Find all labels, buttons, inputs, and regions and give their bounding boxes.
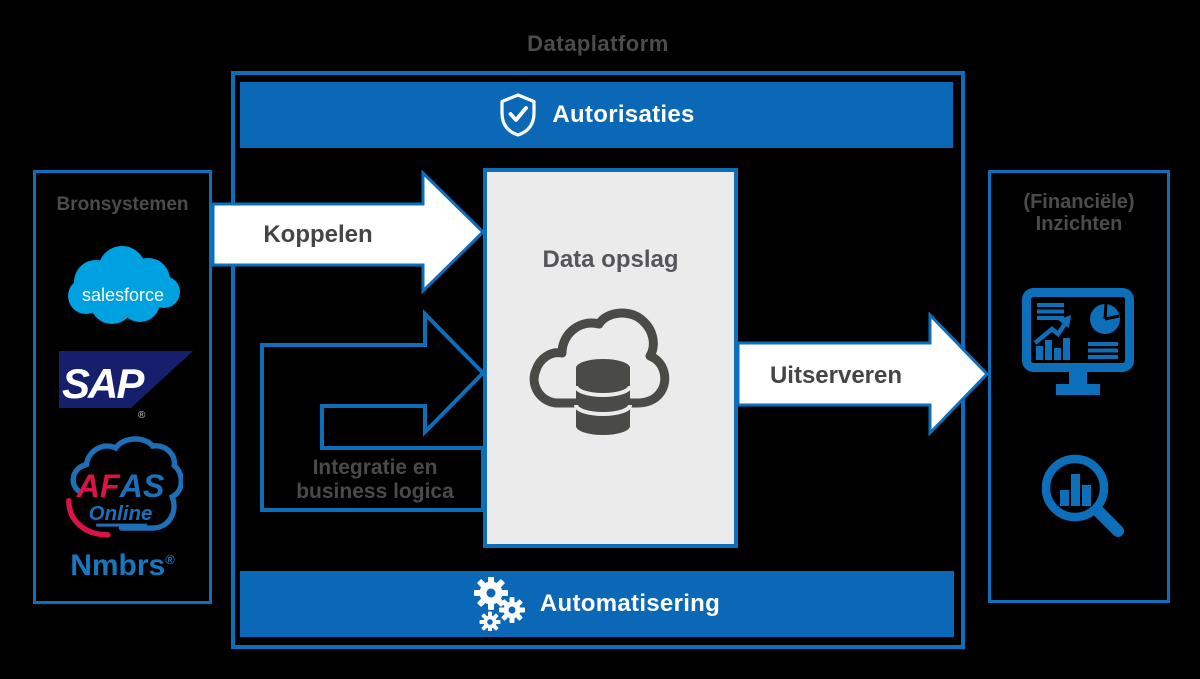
salesforce-logo: salesforce [68,246,180,324]
integration-label-line1: Integratie en [312,456,438,479]
diagram-title: Dataplatform [527,31,669,56]
insights-title-line2: Inzichten [1035,213,1123,235]
magnifier-chart-icon [1041,454,1124,537]
gears-icon [473,577,525,631]
authorizations-bar: Autorisaties [240,82,953,148]
integration-label: Integratie en business logica [278,456,472,504]
nmbrs-logo-text: Nmbrs [70,549,166,582]
source-systems-title: Bronsystemen [56,194,189,215]
afas-online-text: Online [89,502,153,525]
insights-title: (Financiële) Inzichten [991,191,1167,235]
integration-label-line2: business logica [296,480,454,503]
koppelen-arrow: Koppelen [211,170,486,295]
cloud-database-icon [529,308,670,435]
afas-online-logo: AFAS Online [66,436,183,538]
uitserveren-label: Uitserveren [770,362,902,389]
database-cylinder [574,359,632,435]
automation-bar: Automatisering [240,571,954,637]
data-storage-box: Data opslag [483,168,738,548]
insights-title-line1: (Financiële) [1023,191,1135,213]
automation-label: Automatisering [539,590,721,617]
source-systems-box: Bronsystemen salesforce SAP ® AFAS Onlin… [33,170,212,604]
sap-logo: SAP ® [59,351,193,421]
sap-logo-text: SAP [62,360,145,407]
shield-check-icon [500,93,536,137]
nmbrs-reg-mark: ® [165,552,175,567]
dashboard-monitor-icon [1022,288,1134,395]
nmbrs-logo: Nmbrs® [36,549,209,583]
koppelen-label: Koppelen [263,221,372,248]
sap-reg-mark: ® [138,410,146,421]
insights-box: (Financiële) Inzichten [988,170,1170,603]
uitserveren-arrow: Uitserveren [736,312,990,436]
data-storage-label: Data opslag [542,246,679,273]
authorizations-label: Autorisaties [552,101,695,128]
salesforce-logo-text: salesforce [82,285,164,305]
integration-loop-arrow [260,309,486,512]
afas-logo-text: AFAS [76,468,165,504]
